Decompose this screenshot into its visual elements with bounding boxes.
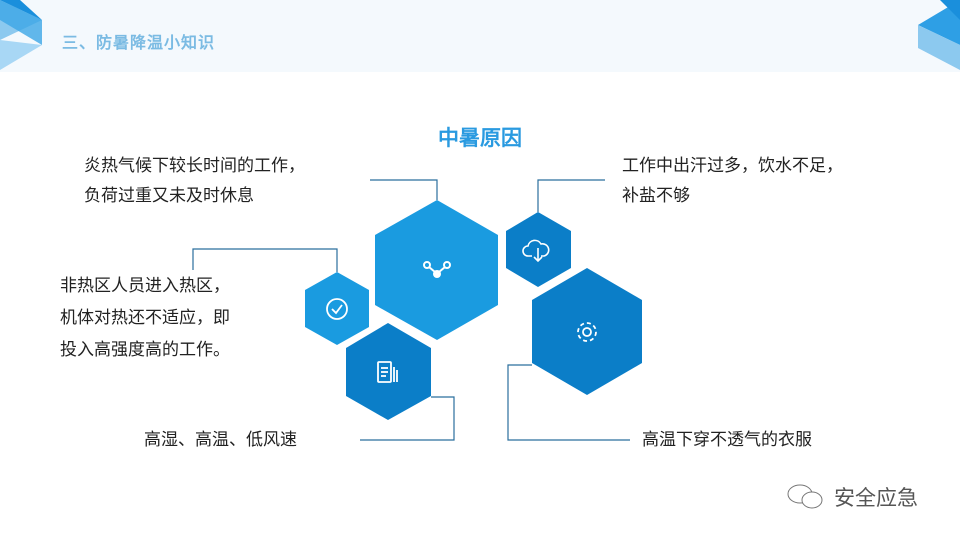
corner-decoration-right	[918, 0, 960, 70]
text-line: 机体对热还不适应，即	[60, 308, 230, 328]
header-band	[0, 0, 960, 72]
corner-decoration-left	[0, 0, 42, 70]
gear-icon	[577, 322, 597, 342]
cause-text-4: 高湿、高温、低风速	[144, 425, 297, 455]
text-line: 投入高强度高的工作。	[60, 340, 230, 360]
text-line: 高湿、高温、低风速	[144, 430, 297, 450]
cloud-download-icon	[522, 239, 550, 263]
wechat-icon	[787, 484, 823, 509]
hex-cloud	[506, 212, 571, 287]
cause-text-2: 工作中出汗过多，饮水不足， 补盐不够	[622, 151, 843, 211]
watermark: 安全应急	[786, 482, 918, 512]
text-line: 炎热气候下较长时间的工作，	[84, 156, 305, 176]
hex-document	[346, 323, 431, 420]
check-circle-icon	[326, 298, 348, 320]
text-line: 补盐不够	[622, 186, 690, 206]
document-icon	[377, 361, 398, 383]
text-line: 负荷过重又未及时休息	[84, 186, 254, 206]
text-line: 工作中出汗过多，饮水不足，	[622, 156, 843, 176]
cause-text-5: 高温下穿不透气的衣服	[642, 425, 812, 455]
cause-text-1: 炎热气候下较长时间的工作， 负荷过重又未及时休息	[84, 151, 305, 211]
text-line: 高温下穿不透气的衣服	[642, 430, 812, 450]
connector-lines	[192, 179, 630, 441]
hex-gear	[532, 268, 642, 395]
section-heading: 中暑原因	[438, 126, 522, 150]
page-title: 三、防暑降温小知识	[62, 33, 216, 52]
share-nodes-icon	[423, 261, 451, 278]
watermark-text: 安全应急	[834, 486, 918, 510]
text-line: 非热区人员进入热区，	[60, 276, 230, 296]
cause-text-3: 非热区人员进入热区， 机体对热还不适应，即 投入高强度高的工作。	[60, 270, 230, 366]
hex-share	[375, 200, 498, 340]
hex-check	[305, 272, 369, 345]
